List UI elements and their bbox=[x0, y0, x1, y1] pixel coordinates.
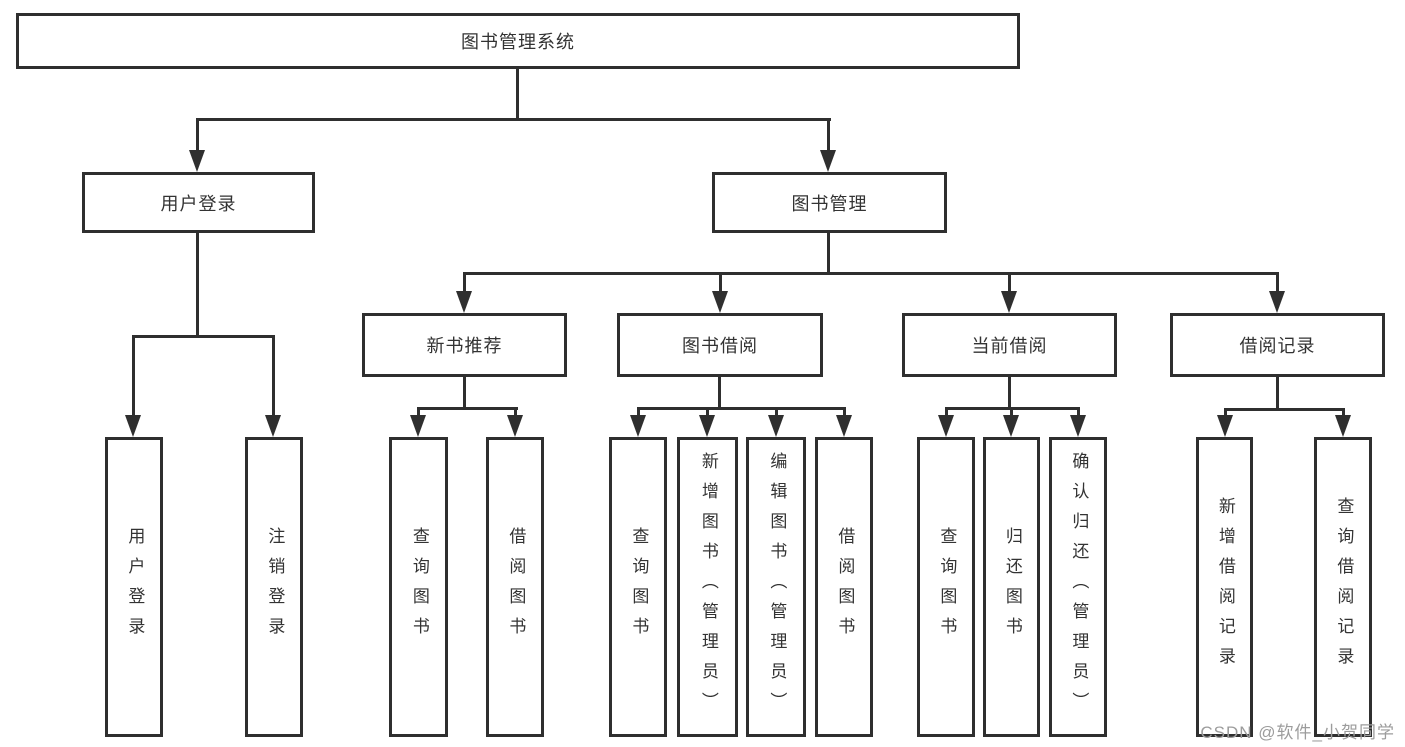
arrow-down-icon bbox=[265, 415, 281, 437]
arrow-down-icon bbox=[1269, 291, 1285, 313]
connector-line bbox=[132, 335, 135, 419]
node-borrowing-records: 借阅记录 bbox=[1170, 313, 1385, 377]
arrow-down-icon bbox=[189, 150, 205, 172]
connector-line bbox=[516, 69, 519, 118]
connector-line bbox=[417, 407, 518, 410]
connector-line bbox=[827, 233, 830, 274]
connector-line bbox=[1224, 408, 1227, 419]
arrow-down-icon bbox=[1335, 415, 1351, 437]
connector-line bbox=[196, 118, 199, 154]
arrow-down-icon bbox=[456, 291, 472, 313]
leaf-user-login: 用户登录 bbox=[105, 437, 163, 737]
leaf-query-books: 查询图书 bbox=[917, 437, 975, 737]
connector-line bbox=[1342, 408, 1345, 419]
leaf-borrow-books: 借阅图书 bbox=[486, 437, 544, 737]
node-book-borrowing: 图书借阅 bbox=[617, 313, 823, 377]
arrow-down-icon bbox=[125, 415, 141, 437]
leaf-return-books: 归还图书 bbox=[983, 437, 1040, 737]
connector-line bbox=[1008, 377, 1011, 409]
connector-line bbox=[272, 335, 275, 419]
arrow-down-icon bbox=[1003, 415, 1019, 437]
leaf-confirm-return-admin: 确认归还（管理员） bbox=[1049, 437, 1107, 737]
arrow-down-icon bbox=[1001, 291, 1017, 313]
connector-line bbox=[1010, 407, 1013, 419]
connector-line bbox=[719, 272, 722, 294]
connector-line bbox=[463, 377, 466, 409]
arrow-down-icon bbox=[820, 150, 836, 172]
leaf-logout: 注销登录 bbox=[245, 437, 303, 737]
arrow-down-icon bbox=[1217, 415, 1233, 437]
connector-line bbox=[514, 407, 517, 419]
leaf-add-borrow-record: 新增借阅记录 bbox=[1196, 437, 1253, 737]
leaf-add-book-admin: 新增图书（管理员） bbox=[677, 437, 738, 737]
arrow-down-icon bbox=[507, 415, 523, 437]
connector-line bbox=[1276, 272, 1279, 294]
watermark-text: CSDN @软件_小贺同学 bbox=[1200, 723, 1395, 742]
arrow-down-icon bbox=[1070, 415, 1086, 437]
connector-line bbox=[1077, 407, 1080, 419]
connector-line bbox=[637, 407, 846, 410]
connector-line bbox=[827, 118, 830, 154]
node-book-management: 图书管理 bbox=[712, 172, 947, 233]
leaf-edit-book-admin: 编辑图书（管理员） bbox=[746, 437, 806, 737]
leaf-query-books: 查询图书 bbox=[389, 437, 448, 737]
arrow-down-icon bbox=[410, 415, 426, 437]
connector-line bbox=[463, 272, 466, 294]
arrow-down-icon bbox=[836, 415, 852, 437]
leaf-query-books: 查询图书 bbox=[609, 437, 667, 737]
connector-line bbox=[1224, 408, 1345, 411]
connector-line bbox=[637, 407, 640, 419]
node-current-borrowing: 当前借阅 bbox=[902, 313, 1117, 377]
connector-line bbox=[463, 272, 1279, 275]
connector-line bbox=[196, 233, 199, 337]
node-library-management-system: 图书管理系统 bbox=[16, 13, 1020, 69]
arrow-down-icon bbox=[712, 291, 728, 313]
arrow-down-icon bbox=[699, 415, 715, 437]
leaf-query-borrow-record: 查询借阅记录 bbox=[1314, 437, 1372, 737]
connector-line bbox=[718, 377, 721, 409]
connector-line bbox=[417, 407, 420, 419]
node-user-login: 用户登录 bbox=[82, 172, 315, 233]
connector-line bbox=[706, 407, 709, 419]
arrow-down-icon bbox=[938, 415, 954, 437]
connector-line bbox=[196, 118, 831, 121]
node-new-book-recommendation: 新书推荐 bbox=[362, 313, 567, 377]
arrow-down-icon bbox=[630, 415, 646, 437]
connector-line bbox=[775, 407, 778, 419]
connector-line bbox=[132, 335, 275, 338]
connector-line bbox=[1008, 272, 1011, 294]
connector-line bbox=[945, 407, 948, 419]
leaf-borrow-books: 借阅图书 bbox=[815, 437, 873, 737]
connector-line bbox=[1276, 377, 1279, 410]
arrow-down-icon bbox=[768, 415, 784, 437]
connector-line bbox=[843, 407, 846, 419]
